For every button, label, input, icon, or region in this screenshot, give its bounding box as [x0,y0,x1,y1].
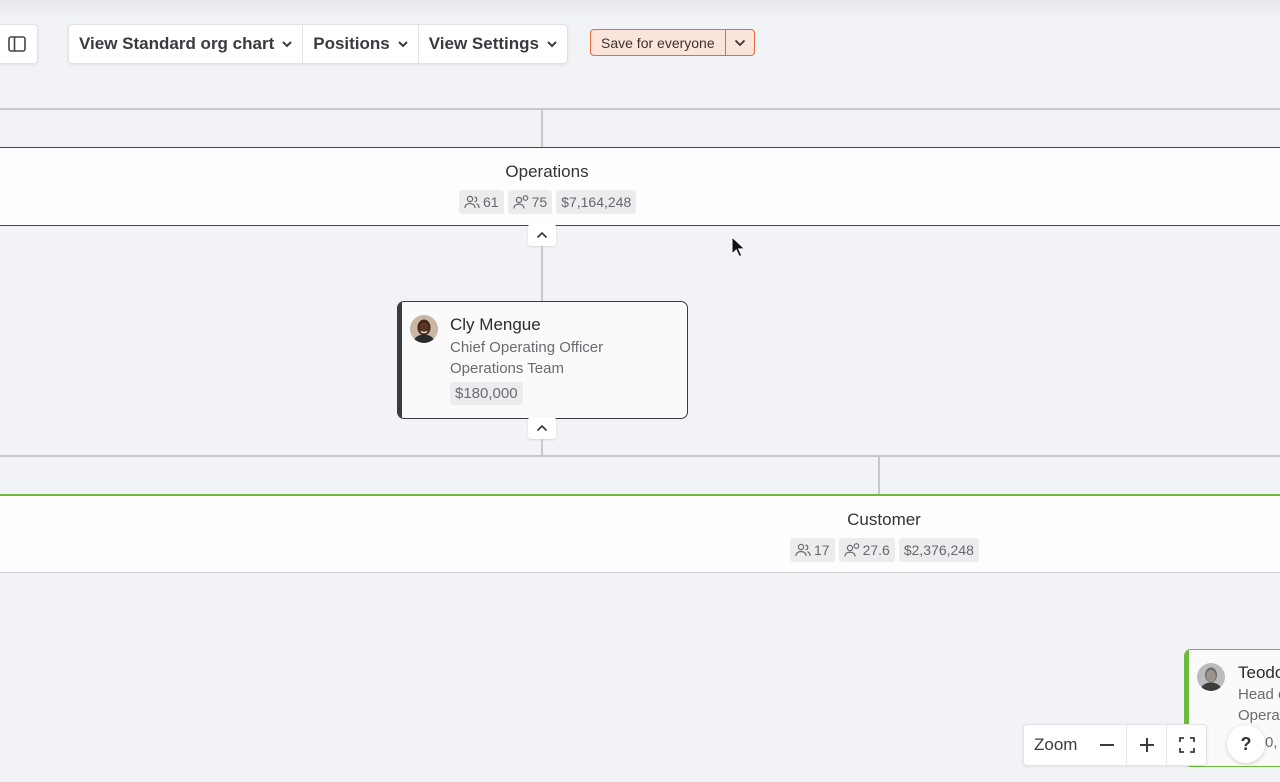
person-position-icon [843,543,859,557]
positions-dropdown[interactable]: Positions [303,25,419,63]
chevron-down-icon [734,39,745,46]
positions-value: 75 [531,194,548,210]
save-for-everyone-button[interactable]: Save for everyone [591,30,726,55]
budget-badge: $2,376,248 [898,538,979,562]
salary-badge: 0, [1265,734,1278,751]
card-accent-bar [398,302,402,418]
people-icon [464,195,480,209]
person-position-icon [512,195,528,209]
connector-line [541,439,543,456]
zoom-control: Zoom [1023,724,1208,766]
view-settings-label: View Settings [428,34,539,53]
zoom-label: Zoom [1034,735,1078,754]
fullscreen-button[interactable] [1166,725,1206,765]
avatar [410,315,438,343]
save-split-button: Save for everyone [590,29,755,56]
sidebar-toggle-button[interactable] [0,24,38,64]
budget-value: $7,164,248 [561,194,632,210]
save-label: Save for everyone [601,34,715,51]
department-title: Operations [505,162,589,181]
positions-badge: 27.6 [838,538,895,562]
department-band-operations[interactable]: Operations 61 75 $7,164,248 [0,147,1280,226]
department-title: Customer [847,510,921,529]
avatar [1197,663,1225,691]
salary-badge: $180,000 [450,382,523,405]
help-button[interactable]: ? [1227,725,1265,763]
chevron-down-icon [282,41,292,48]
mouse-cursor-icon [731,236,745,258]
fullscreen-icon [1179,737,1195,753]
headcount-badge: 17 [790,538,835,562]
connector-line [541,246,543,302]
person-team: Operations Team [450,360,564,377]
connector-line [0,108,1280,110]
positions-label: Positions [313,34,390,53]
person-card[interactable]: Cly Mengue Chief Operating Officer Opera… [397,301,688,419]
view-settings-dropdown[interactable]: View Settings [419,25,567,63]
view-toolbar: View Standard org chart Positions View S… [68,24,568,64]
positions-value: 27.6 [862,542,890,558]
card-accent-bar [1185,650,1189,766]
budget-badge: $7,164,248 [556,190,637,214]
chevron-up-icon [536,231,548,239]
department-band-customer[interactable]: Customer 17 27.6 $2,376,248 [0,494,1280,573]
zoom-out-button[interactable] [1087,725,1126,765]
people-icon [795,543,811,557]
view-chart-label: View Standard org chart [79,34,275,53]
person-name: Cly Mengue [450,315,541,334]
chevron-up-icon [536,424,548,432]
zoom-in-button[interactable] [1126,725,1166,765]
collapse-person-button[interactable] [528,417,556,439]
sidebar-icon [8,36,26,52]
headcount-value: 17 [814,542,830,558]
person-title: Head o [1238,686,1280,703]
person-name: Teodo [1238,663,1280,682]
person-team: Opera [1238,707,1280,724]
budget-value: $2,376,248 [903,542,974,558]
person-title: Chief Operating Officer [450,339,604,356]
top-bar-background [0,0,1280,20]
connector-line [878,455,880,495]
chevron-down-icon [398,41,408,48]
view-chart-dropdown[interactable]: View Standard org chart [69,25,304,63]
positions-badge: 75 [507,190,553,214]
department-stats: 17 27.6 $2,376,248 [790,538,979,562]
chevron-down-icon [547,41,557,48]
save-options-button[interactable] [726,30,754,55]
connector-line [541,108,543,148]
headcount-value: 61 [483,194,499,210]
plus-icon [1139,738,1154,752]
collapse-operations-button[interactable] [528,224,556,246]
connector-line [0,455,1280,457]
department-stats: 61 75 $7,164,248 [459,190,637,214]
minus-icon [1099,744,1114,746]
headcount-badge: 61 [459,190,504,214]
